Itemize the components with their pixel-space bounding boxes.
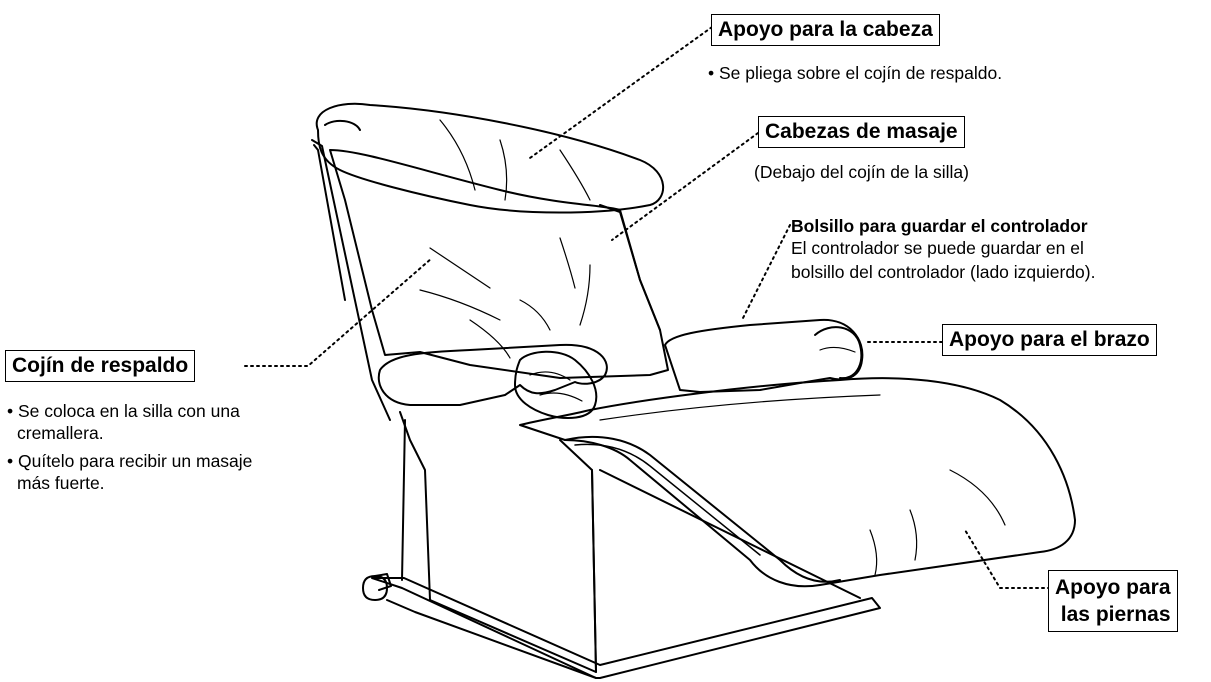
controller-pocket-line1: El controlador se puede guardar en el [791, 238, 1084, 258]
back-cushion-note1-line2: cremallera. [17, 423, 104, 443]
headrest-shape [315, 102, 665, 214]
legrest-label: Apoyo para las piernas [1048, 570, 1178, 632]
armrest-label: Apoyo para el brazo [942, 324, 1157, 356]
headrest-note: • Se pliega sobre el cojín de respaldo. [708, 63, 1003, 83]
headrest-title: Apoyo para la cabeza [718, 18, 933, 41]
back-cushion-label: Cojín de respaldo [5, 350, 196, 382]
leader-controller-pocket [741, 224, 791, 321]
back-cushion-note1-line1: • Se coloca en la silla con una [7, 401, 240, 421]
back-frame [311, 139, 391, 421]
legrest-title-line1: Apoyo para [1055, 576, 1171, 599]
back-cushion-title: Cojín de respaldo [12, 354, 189, 377]
massage-heads-title: Cabezas de masaje [765, 120, 958, 143]
headrest-label: Apoyo para la cabeza [711, 14, 940, 46]
leader-legrest [964, 529, 1051, 589]
left-armrest [377, 343, 608, 406]
controller-pocket-line2: bolsillo del controlador (lado izquierdo… [791, 262, 1096, 282]
back-cushion-shape [329, 149, 669, 379]
legrest-title-line2: las piernas [1060, 603, 1171, 626]
chair-base [371, 577, 881, 679]
back-cushion-note2-line1: • Quítelo para recibir un masaje [7, 451, 253, 471]
massage-heads-label: Cabezas de masaje [758, 116, 965, 148]
leader-headrest [529, 26, 713, 159]
leader-lines [244, 26, 1051, 589]
armrest-title: Apoyo para el brazo [949, 328, 1150, 351]
back-cushion-note2-line2: más fuerte. [17, 473, 105, 493]
leader-back-cushion [244, 257, 433, 367]
seat [519, 377, 1076, 588]
leader-massage-heads [611, 132, 759, 241]
massage-heads-note: (Debajo del cojín de la silla) [754, 162, 969, 182]
controller-pocket-title: Bolsillo para guardar el controlador [791, 216, 1088, 236]
